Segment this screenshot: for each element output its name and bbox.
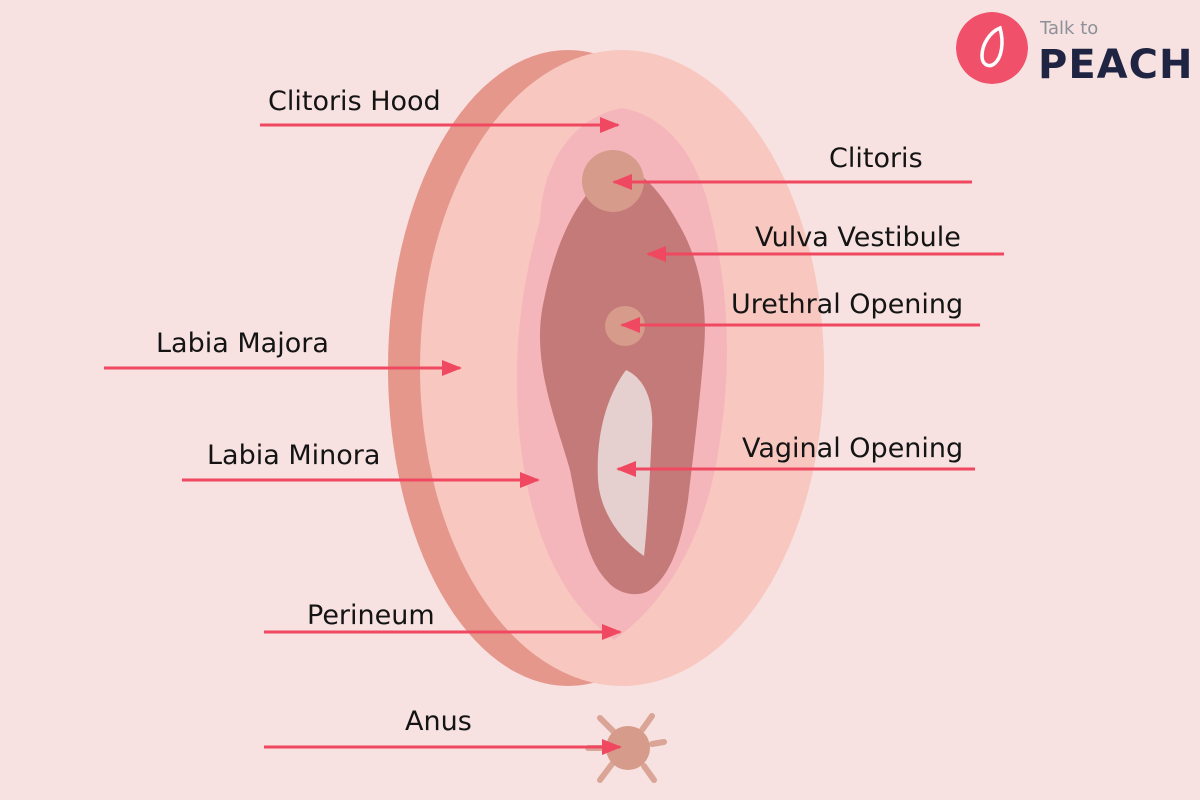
talk-to-peach-logo: Talk to PEACH	[956, 12, 1196, 88]
label-labia-majora: Labia Majora	[156, 328, 329, 359]
label-clitoris-hood: Clitoris Hood	[268, 86, 441, 117]
logo-wordmark: PEACH	[1038, 42, 1194, 88]
label-vaginal-opening: Vaginal Opening	[742, 433, 964, 464]
logo-tagline: Talk to	[1040, 18, 1099, 39]
label-vulva-vestibule: Vulva Vestibule	[755, 222, 961, 253]
label-labia-minora: Labia Minora	[207, 440, 381, 471]
label-clitoris: Clitoris	[829, 143, 923, 174]
label-anus: Anus	[405, 706, 472, 737]
label-urethral-opening: Urethral Opening	[731, 289, 964, 320]
anus-shape	[585, 713, 667, 783]
label-perineum: Perineum	[307, 600, 435, 631]
peach-logo-icon	[956, 12, 1028, 84]
label-arrows	[104, 117, 1004, 755]
